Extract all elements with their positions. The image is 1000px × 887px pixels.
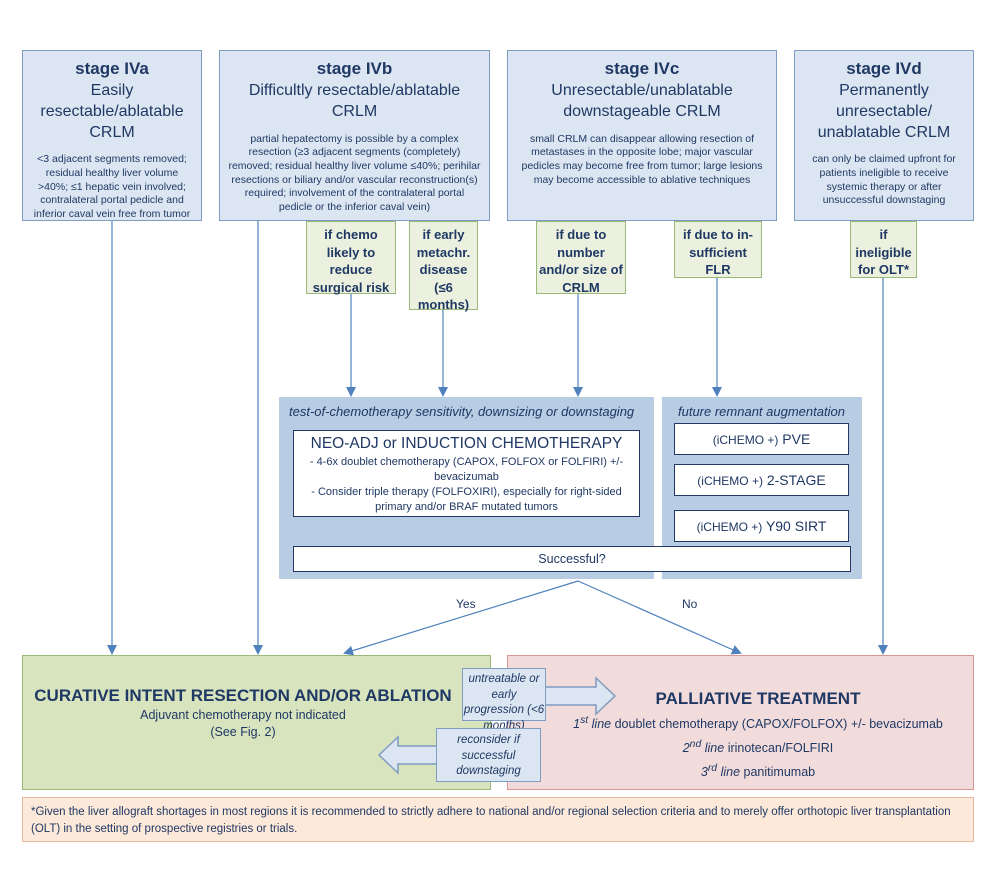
neo-adj-item-1: - 4-6x doublet chemotherapy (CAPOX, FOLF… xyxy=(309,456,624,483)
curative-line-1: Adjuvant chemotherapy not indicated xyxy=(140,708,346,722)
line-2-number: 2 xyxy=(682,741,690,756)
line-3-number: 3 xyxy=(700,765,708,780)
callout-untreatable: untreatable or early progression (<6 mon… xyxy=(462,668,546,732)
no-label: No xyxy=(682,597,698,611)
stage-ivb-description: partial hepatectomy is possible by a com… xyxy=(228,132,481,213)
pve-prefix: (iCHEMO +) xyxy=(712,433,779,447)
line-3-suffix: rd xyxy=(707,763,718,774)
sirt-option: (iCHEMO +) Y90 SIRT xyxy=(674,510,849,542)
palliative-title: PALLIATIVE TREATMENT xyxy=(655,689,861,708)
line-1-text: doublet chemotherapy (CAPOX/FOLFOX) +/- … xyxy=(614,717,943,732)
sirt-label: Y90 SIRT xyxy=(765,518,827,534)
condition-insufficient-flr: if due to in-sufficient FLR xyxy=(674,221,762,278)
two-stage-prefix: (iCHEMO +) xyxy=(697,474,763,488)
line-3-text: panitimumab xyxy=(743,765,816,780)
neo-adj-item-2: - Consider triple therapy (FOLFOXIRI), e… xyxy=(311,485,622,513)
callout-reconsider: reconsider if successful downstaging xyxy=(436,728,541,782)
palliative-line-1: 1st line doublet chemotherapy (CAPOX/FOL… xyxy=(548,715,968,731)
two-stage-option: (iCHEMO +) 2-STAGE xyxy=(674,464,849,496)
stage-iva-box: stage IVa Easily resectable/ablatable CR… xyxy=(22,50,202,221)
stage-iva-title: stage IVa xyxy=(75,59,149,78)
line-1-label: line xyxy=(591,717,612,732)
stage-ivb-box: stage IVb Difficultly resectable/ablatab… xyxy=(219,50,490,221)
stage-iva-subtitle: Easily resectable/ablatable CRLM xyxy=(40,82,184,141)
stage-ivd-subtitle: Permanently unresectable/ unablatable CR… xyxy=(817,82,951,141)
stage-ivd-title: stage IVd xyxy=(846,59,922,78)
line-2-label: line xyxy=(704,741,725,756)
palliative-line-3: 3rd line panitimumab xyxy=(548,763,968,779)
stage-ivb-title: stage IVb xyxy=(316,59,393,78)
sirt-prefix: (iCHEMO +) xyxy=(696,520,763,534)
line-2-text: irinotecan/FOLFIRI xyxy=(727,741,834,756)
stage-ivc-title: stage IVc xyxy=(604,59,680,78)
arrow-yes xyxy=(343,580,579,656)
condition-number-size: if due to number and/or size of CRLM xyxy=(536,221,626,295)
footnote: *Given the liver allograft shortages in … xyxy=(22,797,974,842)
neo-adj-box: NEO-ADJ or INDUCTION CHEMOTHERAPY - 4-6x… xyxy=(293,430,640,517)
successful-question: Successful? xyxy=(293,546,851,572)
stage-ivb-subtitle: Difficultly resectable/ablatable CRLM xyxy=(248,82,461,120)
stage-iva-description: <3 adjacent segments removed; residual h… xyxy=(33,153,191,220)
curative-title: CURATIVE INTENT RESECTION AND/OR ABLATIO… xyxy=(34,686,452,705)
arrow-no xyxy=(577,580,742,655)
line-2-suffix: nd xyxy=(689,739,702,750)
pve-label: PVE xyxy=(782,431,811,447)
line-1-suffix: st xyxy=(580,715,589,726)
curative-box: CURATIVE INTENT RESECTION AND/OR ABLATIO… xyxy=(22,655,491,790)
stage-ivd-box: stage IVd Permanently unresectable/ unab… xyxy=(794,50,974,221)
stage-ivd-description: can only be claimed upfront for patients… xyxy=(812,153,956,207)
palliative-box: PALLIATIVE TREATMENT 1st line doublet ch… xyxy=(507,655,974,790)
curative-line-2: (See Fig. 2) xyxy=(210,725,276,739)
two-stage-label: 2-STAGE xyxy=(766,472,826,488)
chemo-panel-title: test-of-chemotherapy sensitivity, downsi… xyxy=(289,404,635,419)
stage-ivc-description: small CRLM can disappear allowing resect… xyxy=(521,132,763,186)
yes-label: Yes xyxy=(456,597,476,611)
condition-early-metachr: if early metachr. disease (≤6 months) xyxy=(409,221,478,312)
line-3-label: line xyxy=(720,765,741,780)
stage-ivc-box: stage IVc Unresectable/unablatable downs… xyxy=(507,50,777,221)
condition-chemo-risk: if chemo likely to reduce surgical risk xyxy=(306,221,396,295)
line-1-number: 1 xyxy=(573,717,581,732)
condition-ineligible-olt: if ineligible for OLT* xyxy=(850,221,917,278)
remnant-panel-title: future remnant augmentation xyxy=(678,404,845,419)
neo-adj-title: NEO-ADJ or INDUCTION CHEMOTHERAPY xyxy=(310,435,623,452)
stage-ivc-subtitle: Unresectable/unablatable downstageable C… xyxy=(551,82,733,120)
palliative-line-2: 2nd line irinotecan/FOLFIRI xyxy=(548,739,968,755)
pve-option: (iCHEMO +) PVE xyxy=(674,423,849,455)
